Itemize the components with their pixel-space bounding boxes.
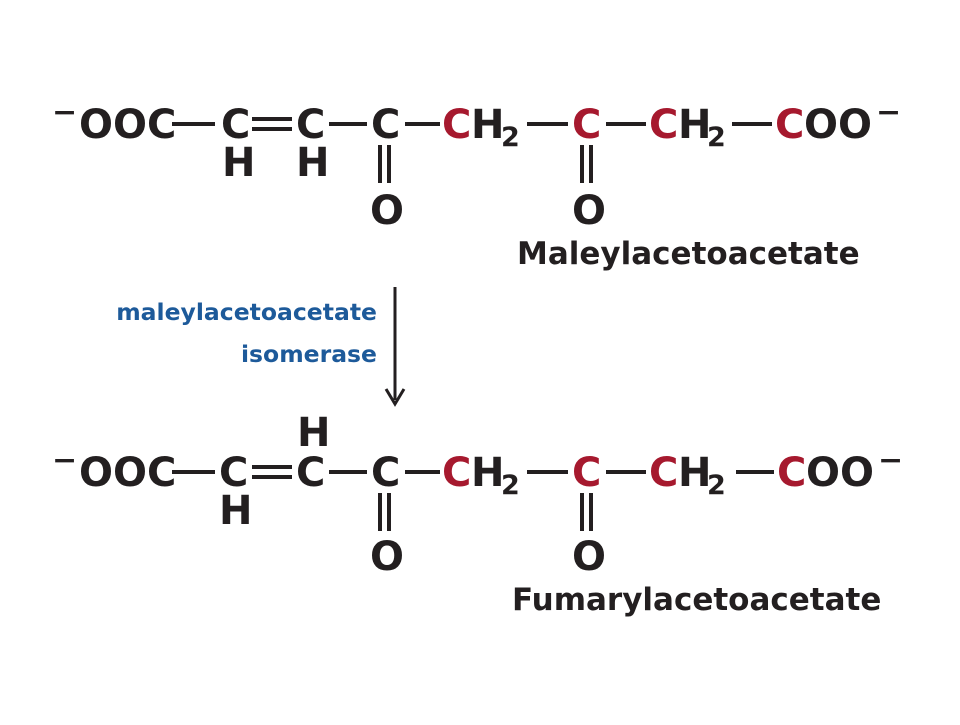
bottom-h-on-c2: H <box>297 410 330 456</box>
top-ooc: OOC <box>79 102 176 148</box>
top-ch2-b-carbon: C <box>649 102 678 148</box>
bottom-coo-carbon: C <box>777 450 806 496</box>
top-ch2-a-subscript: 2 <box>501 122 520 153</box>
top-ch2-a-carbon: C <box>442 102 471 148</box>
fumarylacetoacetate-structure: H − OOC C C C C H 2 C C H 2 C OO − H O O… <box>52 410 903 618</box>
bottom-keto-carbon: C <box>572 450 601 496</box>
bottom-ch2-a-subscript: 2 <box>501 470 520 501</box>
top-charge-left: − <box>52 95 77 130</box>
bottom-c1: C <box>219 450 248 496</box>
top-keto-carbon: C <box>572 102 601 148</box>
top-charge-right: − <box>876 95 901 130</box>
bottom-charge-left: − <box>52 443 77 478</box>
top-oxygen-2: O <box>572 188 606 234</box>
top-c3: C <box>371 102 400 148</box>
top-coo-carbon: C <box>775 102 804 148</box>
top-coo-oxygens: OO <box>804 102 872 148</box>
reaction-step: maleylacetoacetate isomerase <box>116 287 406 407</box>
bottom-h-on-c1: H <box>219 488 252 534</box>
bottom-ooc: OOC <box>79 450 176 496</box>
top-ch2-b-subscript: 2 <box>707 122 726 153</box>
enzyme-name-line-2: isomerase <box>241 340 377 368</box>
bottom-compound-name: Fumarylacetoacetate <box>512 582 881 618</box>
bottom-charge-right: − <box>878 443 903 478</box>
top-h-on-c2: H <box>296 140 329 186</box>
bottom-ch2-b-hydrogen: H <box>678 450 711 496</box>
bottom-ch2-a-carbon: C <box>442 450 471 496</box>
bottom-c2: C <box>296 450 325 496</box>
reaction-arrow-head <box>384 388 406 407</box>
top-ch2-b-hydrogen: H <box>678 102 711 148</box>
top-h-on-c1: H <box>222 140 255 186</box>
top-ch2-a-hydrogen: H <box>471 102 504 148</box>
bottom-ch2-a-hydrogen: H <box>471 450 504 496</box>
bottom-ch2-b-carbon: C <box>649 450 678 496</box>
top-c2: C <box>296 102 325 148</box>
enzyme-name-line-1: maleylacetoacetate <box>116 298 377 326</box>
top-oxygen-1: O <box>370 188 404 234</box>
bottom-oxygen-2: O <box>572 534 606 580</box>
bottom-coo-oxygens: OO <box>806 450 874 496</box>
top-compound-name: Maleylacetoacetate <box>517 236 860 272</box>
maleylacetoacetate-structure: − OOC C C C C H 2 C C H 2 C OO − H H O O… <box>52 95 901 272</box>
bottom-c3: C <box>371 450 400 496</box>
bottom-ch2-b-subscript: 2 <box>707 470 726 501</box>
bottom-oxygen-1: O <box>370 534 404 580</box>
top-c1: C <box>221 102 250 148</box>
